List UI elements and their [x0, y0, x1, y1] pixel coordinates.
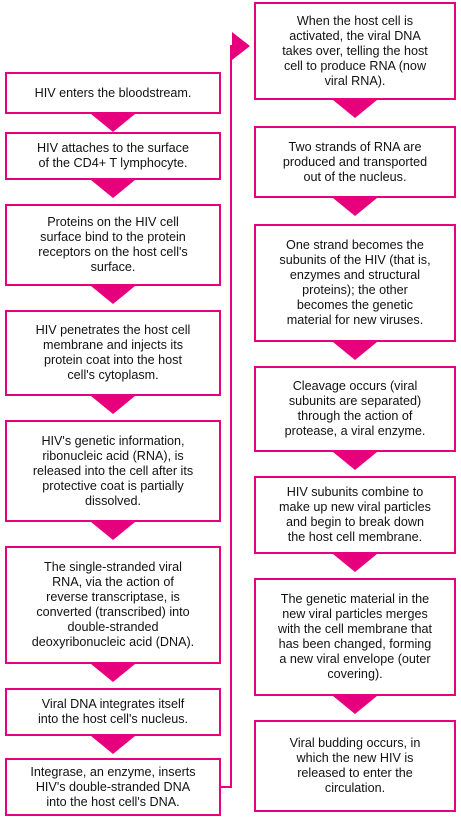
- step-box-9: When the host cell is activated, the vir…: [254, 2, 456, 100]
- step-box-11: One strand becomes the subunits of the H…: [254, 224, 456, 342]
- step-text-14: The genetic material in the new viral pa…: [278, 592, 432, 681]
- step-box-1: HIV enters the bloodstream.: [5, 72, 221, 114]
- step-text-3: Proteins on the HIV cell surface bind to…: [38, 215, 188, 274]
- step-text-11: One strand becomes the subunits of the H…: [279, 238, 431, 327]
- step-box-10: Two strands of RNA are produced and tran…: [254, 126, 456, 198]
- step-text-6: The single-stranded viral RNA, via the a…: [31, 560, 195, 649]
- down-arrow-12: [333, 554, 377, 572]
- step-box-6: The single-stranded viral RNA, via the a…: [5, 546, 221, 664]
- down-arrow-11: [333, 452, 377, 470]
- step-box-8: Integrase, an enzyme, inserts HIV's doub…: [5, 758, 221, 816]
- down-arrow-3: [91, 286, 135, 304]
- step-text-13: HIV subunits combine to make up new vira…: [279, 485, 431, 544]
- step-box-4: HIV penetrates the host cell membrane an…: [5, 310, 221, 396]
- connector-horizontal: [221, 786, 231, 788]
- step-text-15: Viral budding occurs, in which the new H…: [289, 736, 421, 795]
- step-box-3: Proteins on the HIV cell surface bind to…: [5, 204, 221, 286]
- down-arrow-13: [333, 696, 377, 714]
- down-arrow-7: [91, 736, 135, 754]
- step-box-12: Cleavage occurs (viral subunits are sepa…: [254, 366, 456, 452]
- step-text-4: HIV penetrates the host cell membrane an…: [35, 323, 191, 382]
- step-text-12: Cleavage occurs (viral subunits are sepa…: [284, 379, 426, 438]
- step-text-2: HIV attaches to the surface of the CD4+ …: [37, 141, 189, 170]
- step-text-10: Two strands of RNA are produced and tran…: [282, 139, 428, 184]
- down-arrow-5: [91, 522, 135, 540]
- down-arrow-10: [333, 342, 377, 360]
- step-box-14: The genetic material in the new viral pa…: [254, 578, 456, 696]
- down-arrow-6: [91, 664, 135, 682]
- step-text-7: Viral DNA integrates itself into the hos…: [37, 697, 189, 726]
- step-box-7: Viral DNA integrates itself into the hos…: [5, 688, 221, 736]
- step-text-1: HIV enters the bloodstream.: [34, 85, 192, 100]
- connector-arrowhead: [232, 32, 250, 60]
- down-arrow-4: [91, 396, 135, 414]
- step-box-2: HIV attaches to the surface of the CD4+ …: [5, 132, 221, 180]
- step-box-15: Viral budding occurs, in which the new H…: [254, 720, 456, 812]
- step-text-5: HIV's genetic information, ribonucleic a…: [32, 433, 194, 508]
- step-text-8: Integrase, an enzyme, inserts HIV's doub…: [30, 764, 196, 809]
- step-text-9: When the host cell is activated, the vir…: [282, 13, 428, 88]
- step-box-13: HIV subunits combine to make up new vira…: [254, 476, 456, 554]
- step-box-5: HIV's genetic information, ribonucleic a…: [5, 420, 221, 522]
- connector-vertical: [230, 45, 232, 788]
- down-arrow-9: [333, 198, 377, 216]
- down-arrow-1: [91, 114, 135, 132]
- down-arrow-8: [333, 100, 377, 118]
- down-arrow-2: [91, 180, 135, 198]
